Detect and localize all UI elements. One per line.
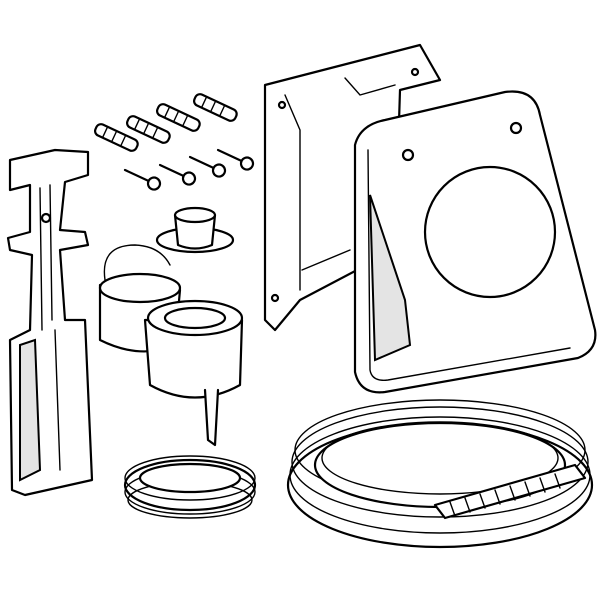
conduit-coil <box>286 399 594 549</box>
screws <box>123 148 255 191</box>
cap <box>155 206 235 254</box>
wall-plugs <box>94 93 238 152</box>
small-tube-coil <box>123 455 257 519</box>
valve <box>98 244 244 447</box>
cover-plate <box>353 90 597 394</box>
mounting-rail <box>6 148 94 497</box>
